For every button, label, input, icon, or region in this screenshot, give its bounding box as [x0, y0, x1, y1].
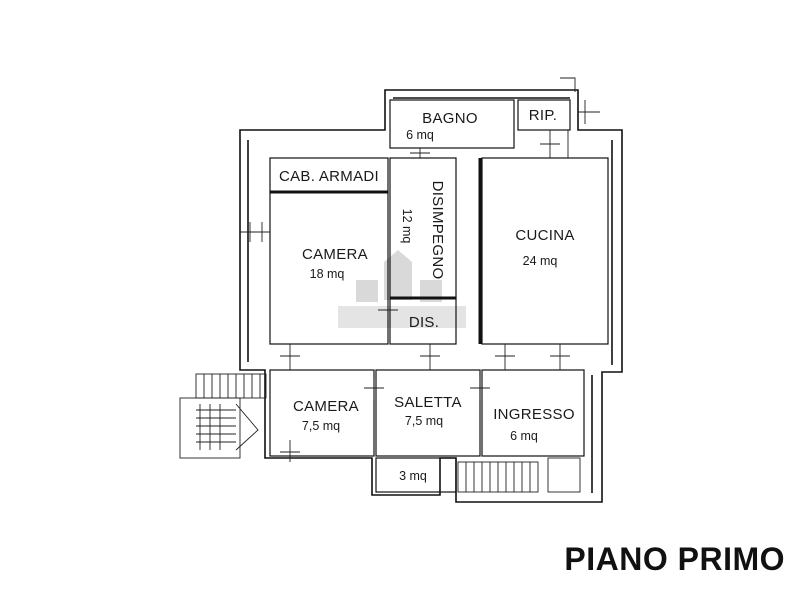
disimpegno-name: DISIMPEGNO: [429, 181, 446, 280]
ingresso-area: 6 mq: [510, 429, 538, 443]
saletta-name: SALETTA: [394, 394, 462, 411]
camera-main-name: CAMERA: [302, 246, 368, 263]
camera-small-name: CAMERA: [293, 398, 359, 415]
rip-name: RIP.: [529, 107, 557, 124]
saletta-area: 7,5 mq: [405, 414, 443, 428]
small-room-area: 3 mq: [399, 469, 427, 483]
cucina-name: CUCINA: [515, 227, 574, 244]
bagno-area: 6 mq: [406, 128, 434, 142]
outer-walls: [239, 89, 623, 503]
door-marks: [240, 77, 600, 462]
cab-armadi-name: CAB. ARMADI: [279, 168, 379, 185]
dis-name: DIS.: [409, 314, 439, 331]
plan-title: PIANO PRIMO: [564, 541, 785, 577]
stair-left: [179, 373, 267, 459]
interior-walls: [269, 99, 609, 493]
disimpegno-area: 12 mq: [400, 209, 414, 244]
camera-small-area: 7,5 mq: [302, 419, 340, 433]
cucina-area: 24 mq: [523, 254, 558, 268]
bagno-name: BAGNO: [422, 110, 478, 127]
ingresso-name: INGRESSO: [493, 406, 575, 423]
stair-right: [457, 457, 581, 493]
camera-main-area: 18 mq: [310, 267, 345, 281]
